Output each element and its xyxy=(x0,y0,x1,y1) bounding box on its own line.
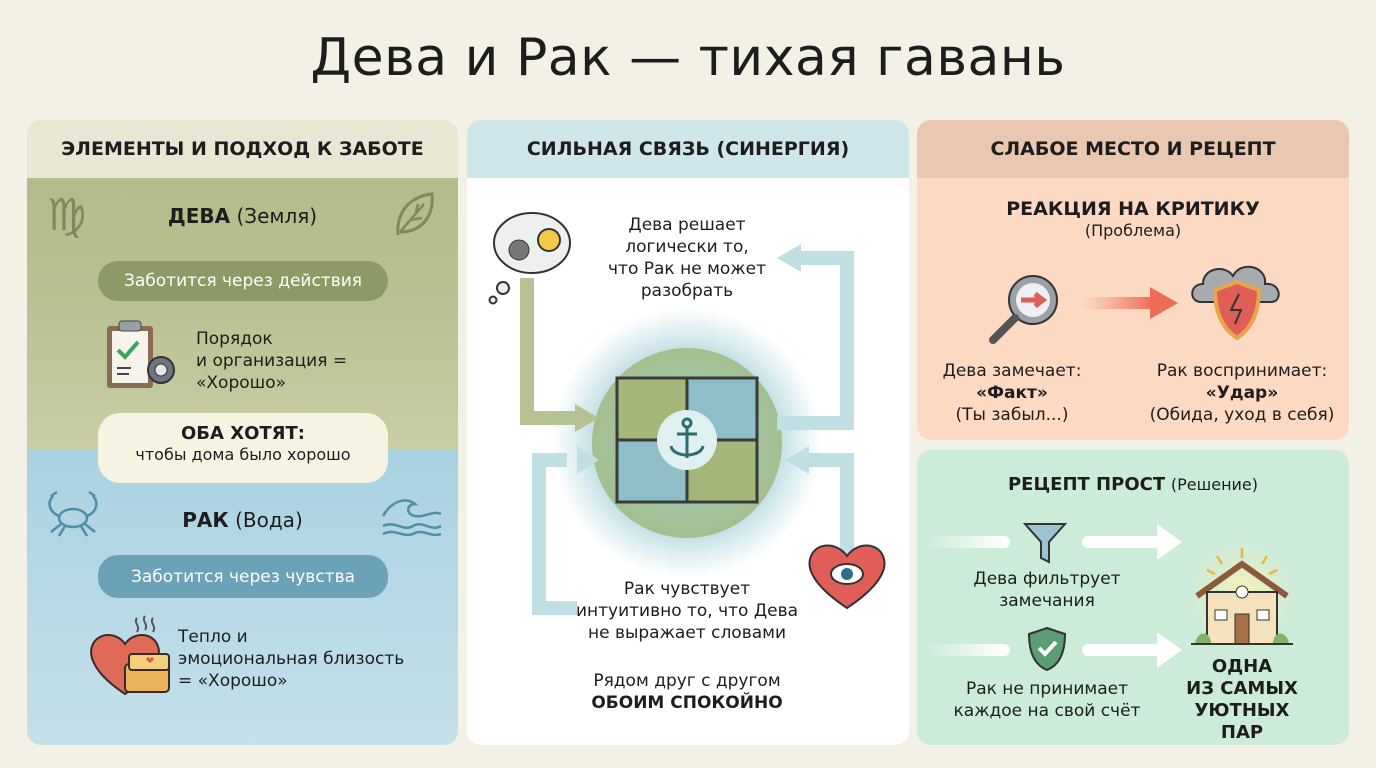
text-line: замечания xyxy=(999,591,1095,611)
magnifier-icon xyxy=(989,275,1058,344)
shield-check-icon xyxy=(1027,626,1067,672)
text-line: что Рак не может xyxy=(608,259,766,279)
text-line: каждое на свой счёт xyxy=(953,701,1141,721)
recipe-title: РЕЦЕПТ ПРОСТ xyxy=(1007,474,1166,495)
text-line: «Удар» xyxy=(1205,383,1279,403)
text-line: логически то, xyxy=(625,237,749,257)
both-want-box: ОБА ХОТЯТ: чтобы дома было хорошо xyxy=(98,413,388,483)
text-line: разобрать xyxy=(640,281,734,301)
funnel-icon xyxy=(1023,523,1067,564)
problem-title: РЕАКЦИЯ НА КРИТИКУ xyxy=(1006,198,1260,220)
virgo-section xyxy=(27,178,458,450)
desc-line: = «Хорошо» xyxy=(178,671,288,691)
both-want-text: чтобы дома было хорошо xyxy=(135,445,351,464)
cozy-house-icon xyxy=(1177,530,1307,655)
text-line: Рак чувствует xyxy=(623,579,751,599)
virgo-notices: Дева замечает:«Факт»(Ты забыл...) xyxy=(927,360,1097,426)
cloud-shield-icon xyxy=(1191,265,1280,341)
text-line: (Обида, уход в себя) xyxy=(1149,405,1335,425)
recipe-heading: РЕЦЕПТ ПРОСТ (Решение) xyxy=(917,474,1349,495)
text-line: ОДНА xyxy=(1211,656,1273,677)
cancer-description: Тепло и эмоциональная близость = «Хорошо… xyxy=(178,626,404,692)
panel-header: ЭЛЕМЕНТЫ И ПОДХОД К ЗАБОТЕ xyxy=(27,120,458,178)
text-line: Дева решает xyxy=(628,215,746,235)
text-line: Дева фильтрует xyxy=(973,569,1121,589)
cancer-perceives: Рак воспринимает:«Удар»(Обида, уход в се… xyxy=(1137,360,1347,426)
text-line: «Факт» xyxy=(976,383,1048,403)
text-line: УЮТНЫХ ПАР xyxy=(1194,700,1290,743)
desc-line: Тепло и xyxy=(178,627,248,647)
problem-heading: РЕАКЦИЯ НА КРИТИКУ (Проблема) xyxy=(917,198,1349,242)
virgo-name: ДЕВА xyxy=(167,204,231,228)
virgo-description: Порядок и организация = «Хорошо» xyxy=(196,328,347,394)
desc-line: «Хорошо» xyxy=(196,373,286,393)
cancer-name: РАК xyxy=(182,508,229,532)
elements-panel: ЭЛЕМЕНТЫ И ПОДХОД К ЗАБОТЕ ♍ ДЕВА (Земля… xyxy=(27,120,458,745)
desc-line: эмоциональная близость xyxy=(178,649,405,669)
text-line: не выражает словами xyxy=(587,623,787,643)
heart-blanket-icon xyxy=(90,615,170,696)
weakness-panel: СЛАБОЕ МЕСТО И РЕЦЕПТ РЕАКЦИЯ НА КРИТИКУ… xyxy=(917,120,1349,440)
cancer-care-pill: Заботится через чувства xyxy=(98,555,388,598)
leaf-icon xyxy=(396,192,434,236)
text-line: интуитивно то, что Дева xyxy=(575,601,799,621)
text-line: Рак воспринимает: xyxy=(1156,361,1328,381)
problem-subtitle: (Проблема) xyxy=(1084,221,1182,240)
heart-eye-icon xyxy=(808,544,886,610)
virgo-symbol-icon: ♍ xyxy=(47,190,87,241)
cancer-element: (Вода) xyxy=(235,508,303,532)
recipe-subtitle: (Решение) xyxy=(1170,475,1259,494)
both-want-title: ОБА ХОТЯТ: xyxy=(180,423,305,444)
text-line: ОБОИМ СПОКОЙНО xyxy=(591,693,783,713)
virgo-care-pill: Заботится через действия xyxy=(98,261,388,301)
cancer-title: РАК (Вода) xyxy=(27,508,458,532)
anchor-icon xyxy=(669,417,705,458)
red-arrow-icon xyxy=(1082,287,1178,319)
thought-cloud-icon xyxy=(488,212,571,305)
wave-icon xyxy=(381,499,442,536)
text-line: ИЗ САМЫХ xyxy=(1186,678,1298,699)
synergy-diagram xyxy=(488,212,886,615)
white-arrows xyxy=(925,524,1182,668)
text-line: Рак не принимает xyxy=(965,679,1129,699)
virgo-title: ДЕВА (Земля) xyxy=(27,204,458,228)
desc-line: Порядок xyxy=(196,329,273,349)
desc-line: и организация = xyxy=(196,351,348,371)
virgo-element: (Земля) xyxy=(236,204,318,228)
crab-icon xyxy=(48,490,98,537)
panel-header: СЛАБОЕ МЕСТО И РЕЦЕПТ xyxy=(917,120,1349,178)
text-line: Дева замечает: xyxy=(942,361,1082,381)
text-line: (Ты забыл...) xyxy=(955,405,1069,425)
text-line: Рядом друг с другом xyxy=(593,671,781,691)
panel-header: СИЛЬНАЯ СВЯЗЬ (СИНЕРГИЯ) xyxy=(467,120,909,178)
page-title: Дева и Рак — тихая гавань xyxy=(310,28,1066,88)
clipboard-gear-icon xyxy=(107,320,175,388)
